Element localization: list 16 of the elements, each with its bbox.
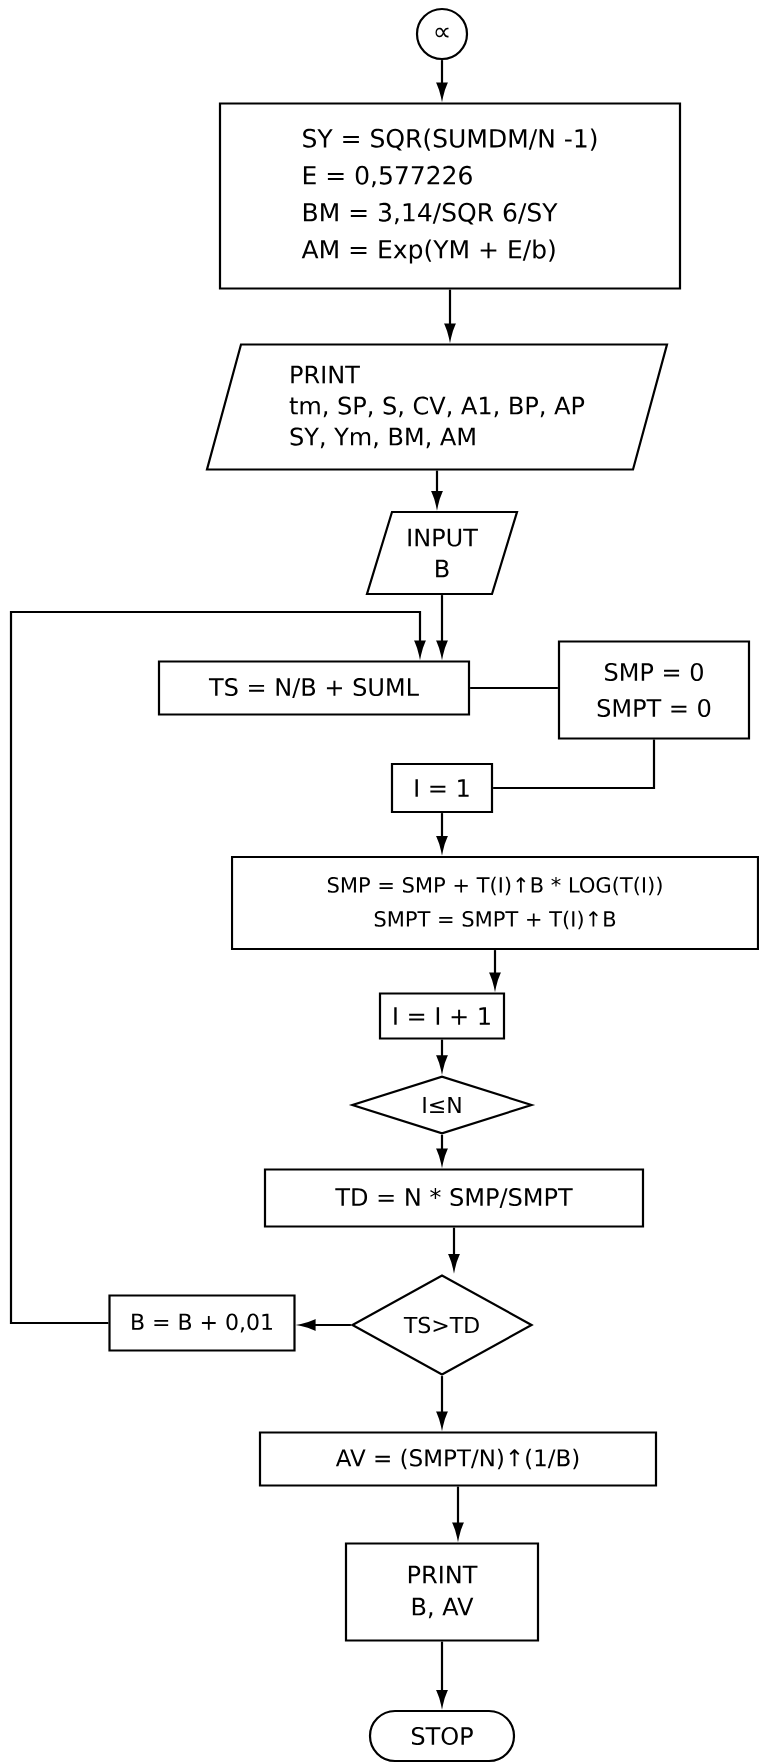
process-box: SMP = SMP + T(I)↑B * LOG(T(I)) SMPT = SMPT + T(I)↑B	[230, 855, 759, 951]
process-box: PRINT B, AV	[344, 1542, 540, 1642]
process-box: SY = SQR(SUMDM/N -1) E = 0,577226 BM = 3,14/SQR 6/SY AM = Exp(YM + E/b)	[218, 102, 682, 290]
arrow	[9, 610, 426, 1325]
output-parallelogram: PRINT tm, SP, S, CV, A1, BP, AP SY, Ym, BM, AM	[205, 343, 669, 471]
process-box: AV = (SMPT/N)↑(1/B)	[258, 1431, 658, 1487]
process-box: TS = N/B + SUML	[157, 660, 471, 716]
process-box: I = I + 1	[378, 992, 506, 1040]
terminal-box: STOP	[368, 1709, 516, 1763]
process-box: B = B + 0,01	[108, 1294, 296, 1352]
connector-line	[470, 686, 558, 690]
process-box: SMP = 0 SMPT = 0	[557, 640, 751, 740]
connector-line	[493, 739, 656, 790]
process-box: I = 1	[390, 762, 494, 814]
input-parallelogram: INPUT B	[365, 510, 519, 596]
process-box: TD = N * SMP/SMPT	[263, 1168, 645, 1228]
